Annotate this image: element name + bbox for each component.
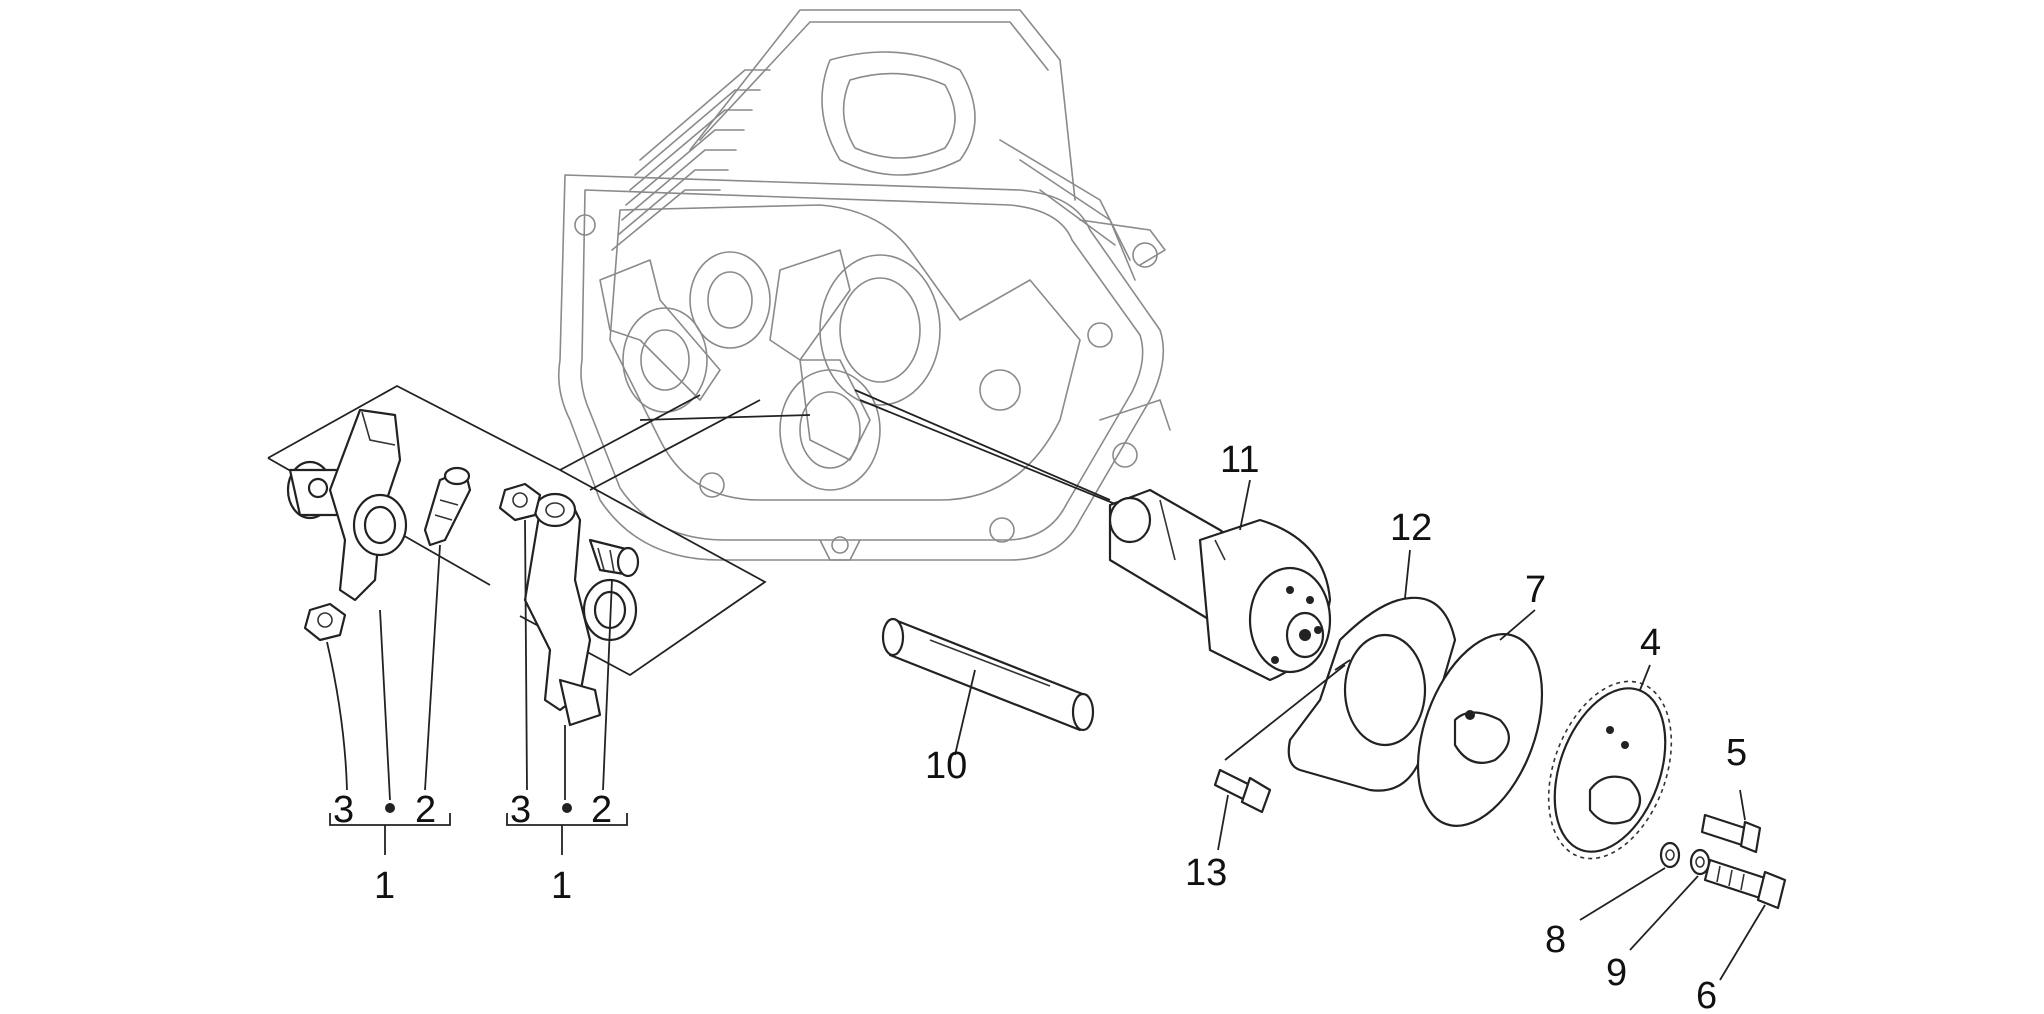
callout-12: 12 bbox=[1390, 507, 1432, 549]
callout-4: 4 bbox=[1640, 622, 1661, 664]
bolt-6 bbox=[1703, 858, 1787, 981]
callout-1-left: 1 bbox=[374, 865, 395, 907]
cam-sprocket bbox=[1547, 664, 1673, 860]
callout-8: 8 bbox=[1545, 919, 1566, 961]
callout-1-right: 1 bbox=[551, 865, 572, 907]
callout-3-right: 3 bbox=[510, 789, 531, 831]
bolt-5 bbox=[1700, 789, 1762, 854]
callout-5: 5 bbox=[1726, 732, 1747, 774]
washer-9 bbox=[1629, 848, 1711, 951]
rocker-shaft bbox=[881, 617, 1095, 756]
callout-7: 7 bbox=[1525, 569, 1546, 611]
right-rocker-assembly bbox=[498, 482, 640, 855]
cylinder-head bbox=[557, 9, 1171, 561]
washer-8 bbox=[1579, 841, 1681, 921]
callout-2-right: 2 bbox=[591, 789, 612, 831]
adjuster-screw-right bbox=[588, 538, 640, 578]
callout-2-left: 2 bbox=[415, 789, 436, 831]
nut-right bbox=[498, 482, 542, 522]
callout-9: 9 bbox=[1606, 952, 1627, 994]
rocker-arm-right bbox=[523, 492, 638, 727]
callout-6: 6 bbox=[1696, 975, 1717, 1014]
bolt-13 bbox=[1213, 768, 1272, 851]
callout-11: 11 bbox=[1220, 439, 1259, 481]
decompressor-plate bbox=[1416, 609, 1544, 827]
callout-3-left: 3 bbox=[333, 789, 354, 831]
nut-left bbox=[303, 602, 347, 642]
rocker-arm-left bbox=[286, 408, 408, 602]
adjuster-screw-left bbox=[423, 466, 472, 547]
left-rocker-assembly bbox=[267, 384, 811, 855]
callout-13: 13 bbox=[1185, 852, 1227, 894]
callout-10: 10 bbox=[925, 745, 967, 787]
camshaft bbox=[854, 389, 1332, 682]
plate bbox=[1224, 549, 1457, 792]
